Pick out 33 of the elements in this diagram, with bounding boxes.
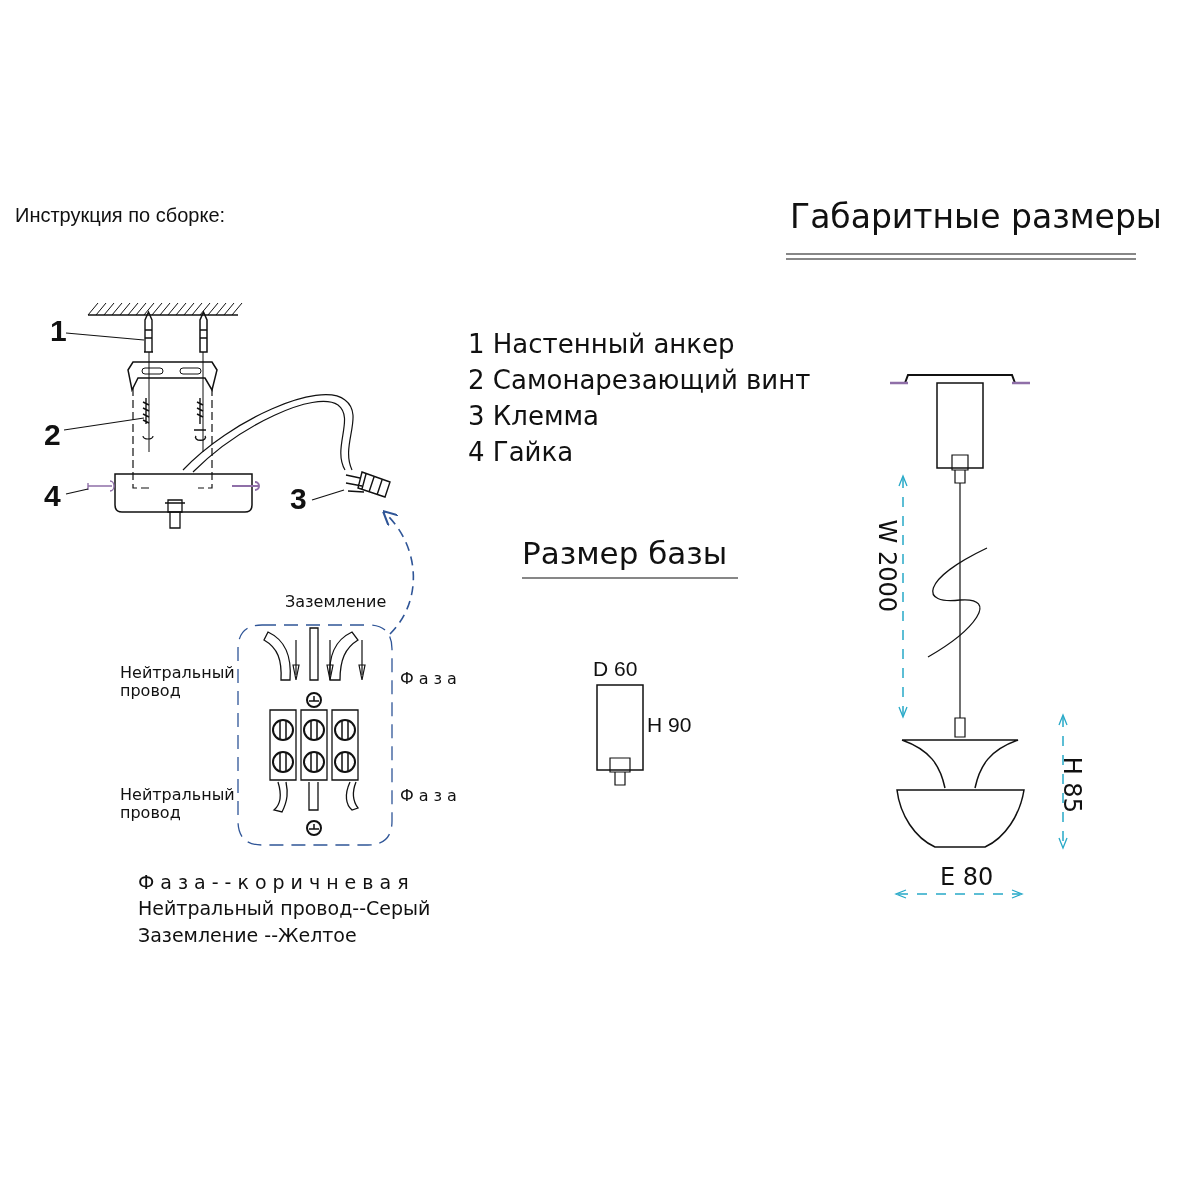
parts-list-item: 2 Самонарезающий винт	[468, 366, 811, 396]
parts-list-item: 3 Клемма	[468, 402, 600, 432]
parts-list-item: 4 Гайка	[468, 438, 574, 468]
screw-drawing	[142, 397, 150, 425]
wire-terminal-drawing	[345, 471, 391, 498]
callout-number: 1	[50, 314, 67, 349]
callout-number: 4	[44, 479, 61, 514]
color-code-note: Фаза--коричневая	[138, 872, 415, 894]
color-code-note: Заземление --Желтое	[138, 925, 357, 947]
arrow	[382, 509, 415, 635]
callout-number: 3	[290, 482, 307, 517]
wall-anchor-drawing	[143, 310, 154, 353]
dimension-label: D 60	[593, 657, 638, 682]
section-heading: Габаритные размеры	[790, 198, 1162, 236]
wire-label: Фаза	[400, 787, 462, 806]
wire-label: Заземление	[285, 593, 387, 612]
dimension-label: H 85	[1057, 756, 1085, 813]
wire-label: Нейтральный провод	[120, 786, 232, 823]
leader-line	[65, 488, 89, 495]
callout-number: 2	[44, 418, 61, 453]
leader-line	[63, 417, 145, 431]
dimension-label: W 2000	[872, 519, 900, 612]
nut-bolt-drawing	[87, 480, 115, 492]
dimension-label: E 80	[940, 864, 994, 892]
leader-line	[65, 332, 145, 341]
section-heading: Инструкция по сборке:	[15, 204, 226, 227]
color-code-note: Нейтральный провод--Серый	[138, 898, 431, 920]
section-heading: Размер базы	[522, 536, 728, 572]
parts-list-item: 1 Настенный анкер	[468, 330, 735, 360]
leader-line	[311, 489, 345, 501]
wire-label: Фаза	[400, 670, 462, 689]
dimension-label: H 90	[647, 713, 692, 738]
wire-label: Нейтральный провод	[120, 664, 232, 701]
